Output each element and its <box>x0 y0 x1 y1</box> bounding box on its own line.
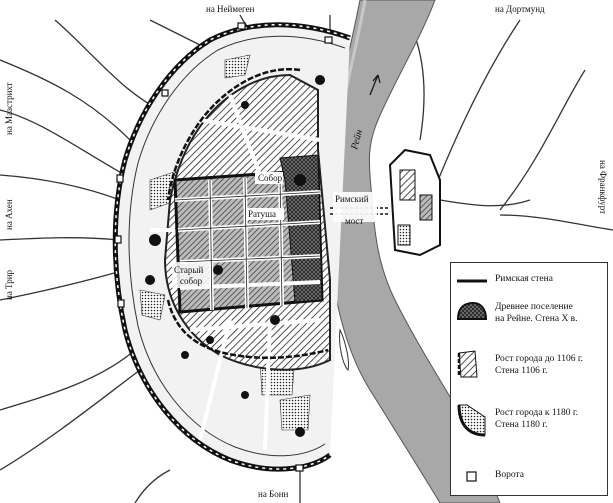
town-hall-label: Ратуша <box>248 209 276 219</box>
road-label-northeast: на Дортмунд <box>495 4 545 14</box>
legend-item-ancient-settlement: Древнее поселение на Рейне. Стена X в. <box>451 297 607 331</box>
road-label-west-mid: на Ахен <box>4 199 14 230</box>
river-flow-arrow <box>369 74 379 96</box>
legend-text-ancient-settlement: Древнее поселение на Рейне. Стена X в. <box>495 302 578 324</box>
legend-item-roman-wall: Римская стена <box>451 271 607 291</box>
city-wall-1106 <box>166 67 301 201</box>
growth-1106-symbol <box>457 350 478 378</box>
legend-item-growth-1180: Рост города к 1180 г. Стена 1180 г. <box>451 397 607 447</box>
ancient-settlement-symbol <box>456 301 488 320</box>
church-markers <box>145 75 325 437</box>
legend-item-gate: Ворота <box>451 467 607 487</box>
deutz-fort <box>388 148 441 257</box>
road-label-west-upper: на Маастрихт <box>4 82 14 135</box>
road-label-west-lower: на Трир <box>4 269 14 300</box>
legend-item-growth-1106: Рост города до 1106 г. Стена 1106 г. <box>451 349 607 385</box>
road-label-east: на Франкфурт <box>598 160 608 214</box>
river-island <box>339 328 349 372</box>
gate-symbol <box>466 471 477 482</box>
growth-1180-symbol <box>457 404 486 437</box>
legend-text-gate: Ворота <box>495 470 524 480</box>
legend-text-growth-1106: Рост города до 1106 г. Стена 1106 г. <box>495 354 584 376</box>
legend-text-roman-wall: Римская стена <box>495 274 553 284</box>
cathedral-label: Собор <box>258 173 283 183</box>
road-label-north: на Неймеген <box>206 4 255 14</box>
roman-wall-symbol <box>457 279 487 283</box>
legend-text-growth-1180: Рост города к 1180 г. Стена 1180 г. <box>495 408 579 430</box>
gates <box>114 22 333 472</box>
legend: Римская стена Древнее поселение на Рейне… <box>450 262 608 496</box>
road-label-south: на Бонн <box>258 489 289 499</box>
river-label: Рейн <box>349 128 365 151</box>
